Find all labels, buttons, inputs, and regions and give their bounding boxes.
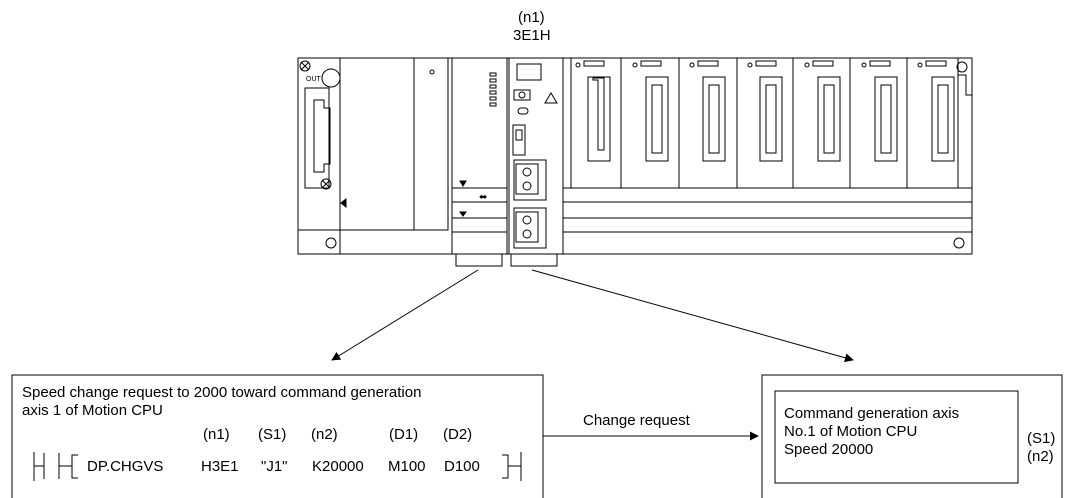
plc-rack [297,57,973,267]
motion-text-line-1: Command generation axis [784,405,960,422]
motion-text-line-2: No.1 of Motion CPU [784,423,918,440]
usb-icon: ⬌ [479,192,488,203]
change-request-label: Change request [583,412,690,429]
operand-label-n2: (n2) [311,426,338,443]
operand-n2-value: K20000 [312,458,364,475]
plc-cpu-module [451,57,508,267]
out-label: OUT [306,76,321,83]
operand-s1-value: "J1" [261,458,288,475]
base-unit [297,57,973,255]
motion-inner-box [774,390,1019,484]
power-supply-module [297,57,449,255]
operand-d2-value: D100 [444,458,480,475]
cpu-label-n1: (n1) [518,9,545,26]
operand-n1-value: H3E1 [201,458,239,475]
base-screw-right [953,237,965,249]
operand-label-s1: (S1) [258,426,287,443]
operand-d1-value: M100 [388,458,426,475]
cpu-label-address: 3E1H [513,27,551,44]
base-screw-topright [956,61,968,73]
arrow-to-motion [531,269,854,363]
operand-label-n1: (n1) [203,426,230,443]
motion-text-line-3: Speed 20000 [784,441,874,458]
motion-side-label-s1: (S1) [1027,430,1056,447]
io-slot-modules [562,57,959,189]
motion-box [761,374,1063,498]
program-description-line-2: axis 1 of Motion CPU [22,402,163,419]
instruction-bracket-left [71,454,78,479]
motion-side-label-n2: (n2) [1027,448,1054,465]
instruction-bracket-right [502,454,509,479]
instruction-name: DP.CHGVS [87,458,164,475]
operand-label-d1: (D1) [389,426,419,443]
operand-label-d2: (D2) [443,426,473,443]
arrow-to-program [331,269,479,361]
program-description-line-1: Speed change request to 2000 toward comm… [22,384,422,401]
